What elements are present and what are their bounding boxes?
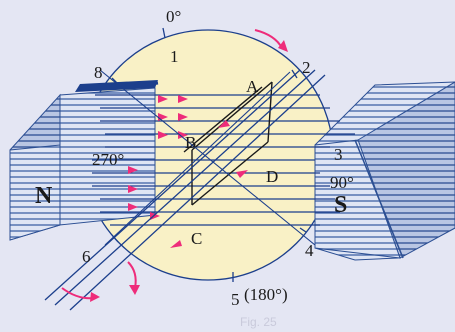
position-2: 2 [302, 58, 311, 77]
position-ticks [111, 27, 307, 282]
label-270-degrees: 270° [92, 150, 124, 169]
south-magnet [314, 81, 455, 261]
rotation-axis [44, 69, 326, 311]
position-1: 1 [170, 47, 179, 66]
armature-coil [183, 81, 273, 206]
north-pole-label: N [35, 183, 53, 209]
position-3: 3 [334, 145, 343, 164]
coil-label-a: A [246, 77, 259, 96]
position-6: 6 [82, 247, 91, 266]
south-pole-label: S [334, 192, 347, 218]
reference-lines [99, 69, 316, 246]
position-8: 8 [94, 63, 103, 82]
position-5: 5 [231, 290, 240, 309]
rotation-arrows [61, 29, 288, 302]
label-90-degrees: 90° [330, 173, 354, 192]
position-4: 4 [305, 241, 314, 260]
coil-label-c: C [191, 229, 202, 248]
coil-label-b: B [185, 133, 196, 152]
field-arrows [128, 95, 188, 220]
north-magnet [9, 80, 159, 241]
coil-label-d: D [266, 167, 278, 186]
label-180-degrees: (180°) [244, 285, 288, 304]
field-lines [92, 94, 355, 226]
figure-caption: Fig. 25 [240, 315, 277, 329]
label-0-degrees: 0° [166, 7, 181, 26]
current-arrows [170, 120, 248, 248]
